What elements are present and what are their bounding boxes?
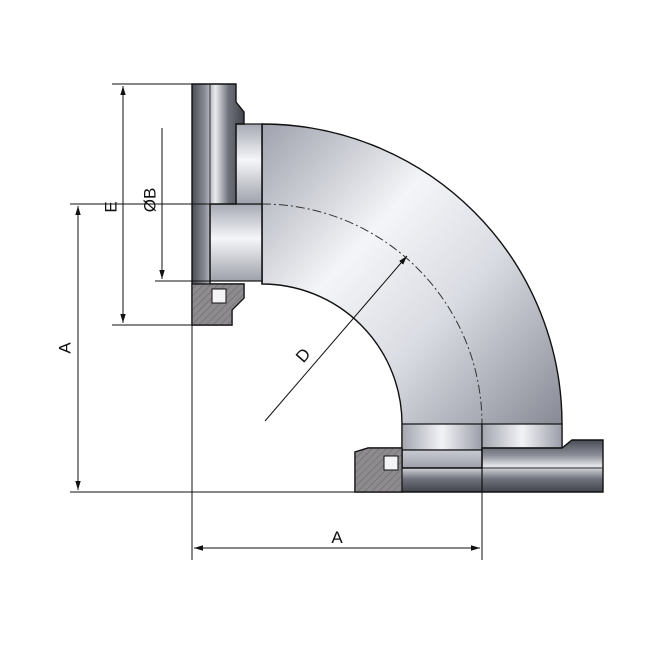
top-stub (209, 203, 263, 282)
bottom-stub-right (481, 423, 563, 449)
bottom-stub (401, 423, 483, 451)
top-flange-groove (211, 288, 227, 304)
bottom-flange-groove (383, 455, 399, 471)
elbow-centerline (261, 203, 483, 425)
bottom-ring (401, 449, 483, 469)
label-a-vertical: A (55, 342, 74, 354)
dim-line-d (264, 255, 408, 422)
label-e: E (101, 201, 120, 212)
label-a-horizontal: A (331, 528, 343, 547)
elbow-body (261, 123, 563, 449)
label-b: ØB (140, 188, 159, 213)
extension-lines (70, 83, 483, 560)
label-d: D (292, 344, 314, 366)
top-stub-upper (235, 123, 263, 205)
